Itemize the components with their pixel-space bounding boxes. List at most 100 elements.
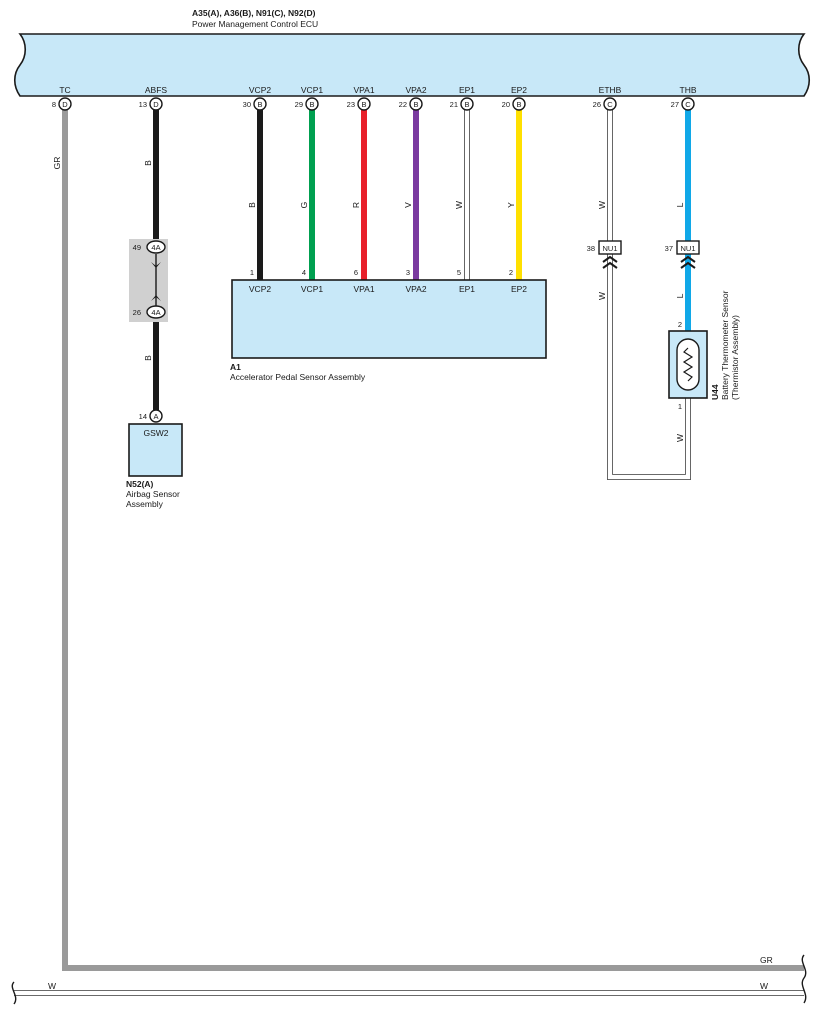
pin-number: 30 [243,100,251,109]
pin-number: 20 [502,100,510,109]
accel-pin-label-vcp1: VCP1 [301,284,323,294]
ecu-pin-vcp2: 30 B [243,97,267,111]
ecu-pin-ep1: 21 B [450,97,474,111]
ecu-pin-tc: 8 D [52,97,72,111]
ecu-pin-label-tc: TC [59,85,70,95]
nu1-37-label: NU1 [680,244,695,253]
pin-conn: D [153,100,159,109]
wire-code-ep1: W [454,201,464,209]
ecu-subtitle: Power Management Control ECU [192,19,318,29]
wire-ethb-w [607,110,691,480]
pin-number: 29 [295,100,303,109]
pin-number: 13 [139,100,147,109]
wire-code-thb-lower: L [675,293,685,298]
thermistor-id: U44 [710,384,720,400]
wire-code-thermistor-bottom: W [675,434,685,442]
ecu-pin-label-abfs: ABFS [145,85,168,95]
airbag-pin-label: GSW2 [143,428,168,438]
battery-thermometer-sensor: 2 1 U44 Battery Thermometer Sensor (Ther… [668,290,740,411]
wire-code-abfs-lower: B [143,355,153,361]
pin-conn: B [309,100,314,109]
accel-pin-num-1: 1 [250,268,254,277]
ecu-pin-label-vpa2: VPA2 [405,85,426,95]
wire-ethb-w-outline [607,110,691,480]
inline-connector-nu1-37: 37 NU1 [665,240,700,269]
pin-number: 27 [671,100,679,109]
ecu-pin-ethb: 26 C [593,97,617,111]
pin-number: 26 [593,100,601,109]
airbag-name-line2: Assembly [126,499,164,509]
bus-break-right [801,954,807,1004]
ecu-pin-label-ethb: ETHB [599,85,622,95]
wire-code-tc: GR [52,157,62,170]
thermistor-pin-top: 2 [678,320,682,329]
accel-pin-num-6: 6 [354,268,358,277]
airbag-id: N52(A) [126,479,154,489]
pin-conn: B [464,100,469,109]
thermistor-name-line2: (Thermistor Assembly) [730,315,740,400]
junction-arrow-down-icon [151,262,161,268]
pin-conn: C [607,100,613,109]
airbag-sensor-assembly: 14 A GSW2 N52(A) Airbag Sensor Assembly [126,409,183,509]
bus-label-w-left: W [48,981,56,991]
wire-code-ep2: Y [506,202,516,208]
junction-top-num: 49 [133,243,141,252]
wire-code-vpa1: R [351,202,361,208]
nu1-38-label: NU1 [602,244,617,253]
thermistor-name-line1: Battery Thermometer Sensor [720,290,730,400]
junction-bottom-num: 26 [133,308,141,317]
bus-label-gr: GR [760,955,773,965]
accel-pin-num-4: 4 [302,268,306,277]
accel-pin-num-2: 2 [509,268,513,277]
bus-break-left [11,981,17,1005]
pin-conn: B [516,100,521,109]
ecu-pin-thb: 27 C [671,97,695,111]
pin-conn: B [413,100,418,109]
pin-number: 21 [450,100,458,109]
ecu-pin-label-ep1: EP1 [459,85,475,95]
pin-number: 8 [52,100,56,109]
wire-code-thb: L [675,202,685,207]
junction-top-conn: 4A [151,243,160,252]
nu1-37-num: 37 [665,244,673,253]
pin-number: 23 [347,100,355,109]
ecu-title: A35(A), A36(B), N91(C), N92(D) [192,8,316,18]
accel-id: A1 [230,362,241,372]
pin-conn: B [257,100,262,109]
resistor-zigzag-icon [682,347,694,382]
airbag-pin-conn: A [153,412,158,421]
airbag-pin-num: 14 [139,412,147,421]
accel-pin-label-ep1: EP1 [459,284,475,294]
accel-pin-label-ep2: EP2 [511,284,527,294]
thermistor-pin-bottom: 1 [678,402,682,411]
connector-chevron-icon [680,255,696,269]
ecu-pin-vpa2: 22 B [399,97,423,111]
wire-code-abfs: B [143,160,153,166]
ecu-pin-abfs: 13 D [139,97,163,111]
ecu-pin-label-vcp2: VCP2 [249,85,271,95]
ecu-pin-label-thb: THB [680,85,697,95]
connector-chevron-icon [602,255,618,269]
pin-conn: D [62,100,68,109]
accel-pin-label-vcp2: VCP2 [249,284,271,294]
ecu-pin-ep2: 20 B [502,97,526,111]
ecu-pin-vpa1: 23 B [347,97,371,111]
accel-pin-num-5: 5 [457,268,461,277]
inline-connector-nu1-38: 38 NU1 [587,240,622,269]
bus-label-w-right: W [760,981,768,991]
wire-code-ethb: W [597,201,607,209]
nu1-38-num: 38 [587,244,595,253]
ecu-pin-label-vcp1: VCP1 [301,85,323,95]
junction-connector-4a: 49 4A 26 4A [129,239,168,322]
wire-code-vcp2: B [247,202,257,208]
ecu-pin-vcp1: 29 B [295,97,319,111]
accelerator-pedal-sensor-assembly: 1 4 6 3 5 2 VCP2 VCP1 VPA1 VPA2 EP1 EP2 … [230,268,547,382]
ecu-box [13,33,811,97]
wire-code-vpa2: V [403,202,413,208]
junction-arrow-up-icon [151,295,161,301]
pin-conn: B [361,100,366,109]
wire-tc-gr [62,110,804,971]
airbag-name-line1: Airbag Sensor [126,489,180,499]
wire-code-ethb-lower: W [597,292,607,300]
